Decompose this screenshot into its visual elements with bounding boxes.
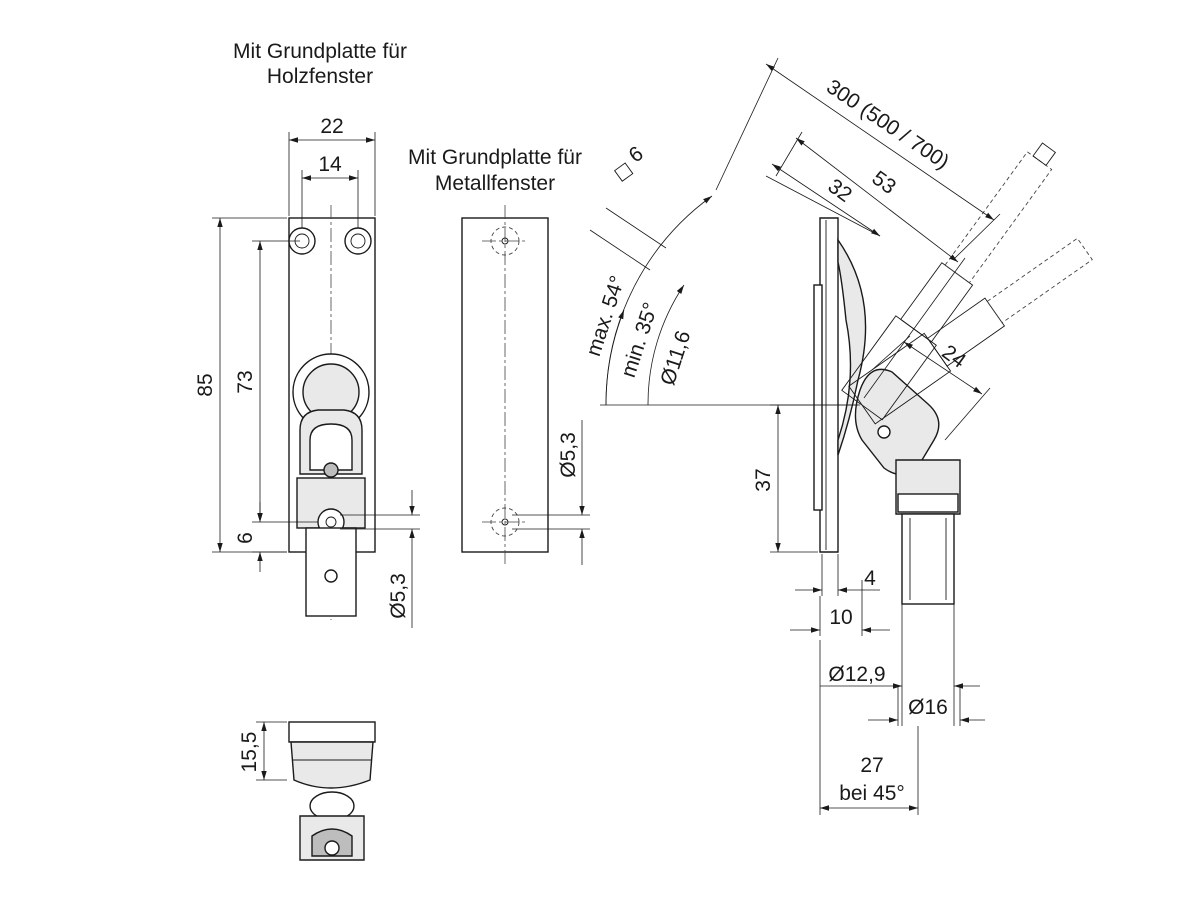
- side-bracket: [837, 237, 867, 456]
- dim-width-14: 14: [318, 153, 342, 176]
- dim-offset-6: 6: [234, 532, 257, 544]
- dim-square-6: 6: [625, 142, 648, 167]
- dim-height-85: 85: [194, 373, 217, 396]
- metal-plate-view: Mit Grundplatte für Metallfenster Ø5,3: [408, 146, 590, 565]
- dim-hole-d53-metal: Ø5,3: [557, 432, 580, 478]
- dim-diam-16: Ø16: [908, 696, 948, 719]
- metal-title-line2: Metallfenster: [435, 172, 555, 195]
- wood-title-line1: Mit Grundplatte für: [233, 40, 407, 63]
- dim-width-22: 22: [320, 115, 343, 138]
- dim-diam-129: Ø12,9: [828, 663, 885, 686]
- square-symbol: [613, 162, 634, 182]
- wood-plate-view: Mit Grundplatte für Holzfenster 22 14: [194, 40, 420, 628]
- side-joint-head: [854, 368, 940, 476]
- dim-thick-4: 4: [864, 567, 876, 590]
- dim-thick-10: 10: [829, 606, 852, 629]
- dim-length-300: 300 (500 / 700): [822, 75, 953, 174]
- side-base-plate: [819, 217, 839, 553]
- dim-diam-116: Ø11,6: [656, 328, 695, 388]
- end-plate-top: [288, 721, 376, 743]
- dim-height-37: 37: [752, 468, 775, 491]
- wood-hole-right: [344, 227, 372, 255]
- dim-angle-min: min. 35°: [617, 300, 663, 381]
- side-view: max. 54° min. 35° Ø11,6 6 300 (500 / 700…: [582, 57, 1093, 815]
- wood-title-line2: Holzfenster: [267, 65, 373, 88]
- dim-angle-max: max. 54°: [582, 273, 630, 359]
- dim-height-73: 73: [234, 370, 257, 393]
- dim-length-24: 24: [938, 341, 971, 374]
- dim-dist-27: 27: [860, 754, 883, 777]
- wood-end-view: 15,5: [238, 721, 376, 861]
- dim-length-53: 53: [868, 167, 900, 199]
- end-housing: [290, 741, 374, 789]
- metal-title-line1: Mit Grundplatte für: [408, 146, 582, 169]
- dim-hole-d53-wood: Ø5,3: [387, 573, 410, 619]
- dim-height-155: 15,5: [238, 732, 261, 773]
- dim-at-45: bei 45°: [839, 782, 905, 805]
- side-rod: [901, 513, 955, 605]
- side-plate-edge: [813, 284, 823, 511]
